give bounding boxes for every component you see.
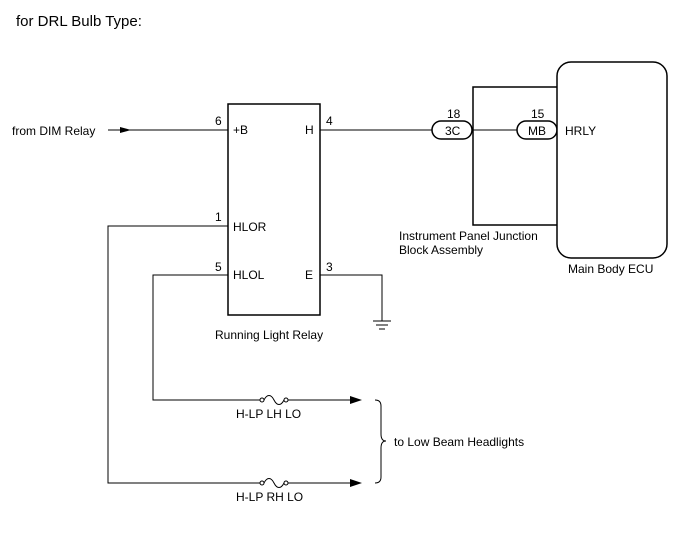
- junction-block-label-1: Instrument Panel Junction: [399, 229, 538, 243]
- junction-block-label-2: Block Assembly: [399, 243, 483, 257]
- brace-icon: [374, 399, 387, 484]
- diagram-title: for DRL Bulb Type:: [16, 13, 142, 30]
- fuse-rh-icon: [259, 478, 289, 488]
- connector-3c-pin-number: 18: [447, 107, 461, 121]
- connector-3c-label: 3C: [445, 124, 461, 138]
- junction-block-box: [472, 86, 564, 226]
- from-dim-relay-label: from DIM Relay: [12, 124, 95, 138]
- ecu-hrly-label: HRLY: [565, 124, 596, 138]
- pin-1-number: 1: [215, 210, 222, 224]
- lh-arrow-icon: [350, 396, 362, 404]
- ground-icon: [373, 320, 391, 330]
- running-light-relay-box: [227, 103, 321, 316]
- hlor-wire: [107, 225, 260, 484]
- connector-mb-pin-number: 15: [531, 107, 545, 121]
- main-body-ecu-box: [556, 61, 668, 259]
- pin-h-label: H: [305, 123, 314, 137]
- pin-4-number: 4: [326, 114, 333, 128]
- connector-mb-label: MB: [528, 124, 546, 138]
- fuse-rh-label: H-LP RH LO: [236, 490, 303, 504]
- pin-hlol-label: HLOL: [233, 268, 265, 282]
- pin-plus-b-label: +B: [233, 123, 248, 137]
- input-arrow-icon: [120, 127, 131, 133]
- pin-hlor-label: HLOR: [233, 220, 267, 234]
- pin-5-number: 5: [215, 260, 222, 274]
- ground-wire: [320, 274, 383, 321]
- low-beam-headlights-label: to Low Beam Headlights: [394, 435, 524, 449]
- rh-arrow-icon: [350, 479, 362, 487]
- main-body-ecu-label: Main Body ECU: [568, 262, 653, 276]
- pin-6-number: 6: [215, 114, 222, 128]
- pin-3-number: 3: [326, 260, 333, 274]
- running-light-relay-label: Running Light Relay: [215, 328, 323, 342]
- fuse-lh-label: H-LP LH LO: [236, 407, 301, 421]
- hlol-wire: [152, 274, 260, 401]
- pin-e-label: E: [305, 268, 313, 282]
- fuse-lh-icon: [259, 395, 289, 405]
